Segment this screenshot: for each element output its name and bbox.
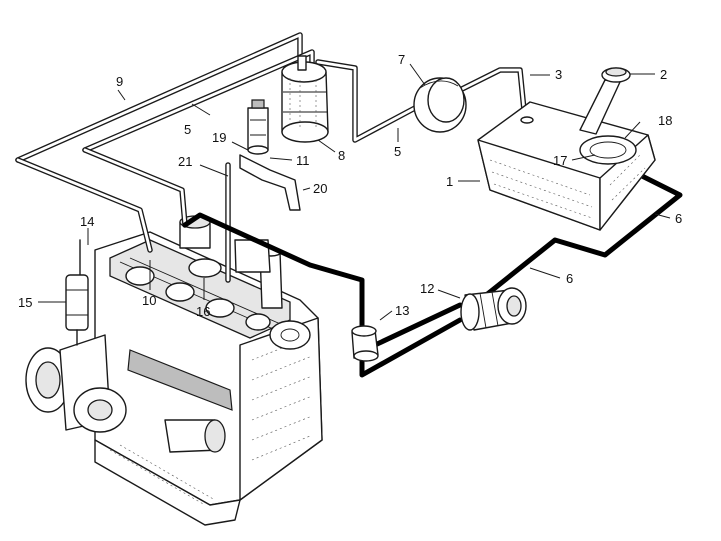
callout-labels: 1 2 3 5 5 6 6 7 8 9 10 11 12 13 14 15 16…	[18, 52, 682, 319]
charcoal-canister	[281, 55, 329, 143]
callout-7: 7	[398, 52, 405, 67]
callout-17: 17	[553, 153, 567, 168]
callout-18: 18	[658, 113, 672, 128]
callout-13: 13	[395, 303, 409, 318]
vacuum-pipe-5	[82, 49, 528, 228]
callout-8: 8	[338, 148, 345, 163]
callout-6b: 6	[566, 271, 573, 286]
callout-9: 9	[116, 74, 123, 89]
callout-1: 1	[446, 174, 453, 189]
callout-20: 20	[313, 181, 327, 196]
callout-15: 15	[18, 295, 32, 310]
callout-2: 2	[660, 67, 667, 82]
vacuum-pipe-9	[15, 32, 303, 253]
inline-filter	[351, 325, 379, 362]
callout-5b: 5	[394, 144, 401, 159]
callout-10: 10	[142, 293, 156, 308]
leader-lines	[38, 63, 671, 321]
callout-16: 16	[196, 304, 210, 319]
fuel-pump	[460, 287, 527, 331]
engine-block	[25, 215, 323, 526]
callout-5a: 5	[184, 122, 191, 137]
separator-valve	[239, 99, 301, 211]
vapour-separator	[413, 77, 467, 133]
fuel-tank	[477, 67, 656, 231]
callout-14: 14	[80, 214, 94, 229]
callout-11: 11	[296, 153, 310, 168]
callout-21: 21	[178, 154, 192, 169]
callout-6a: 6	[675, 211, 682, 226]
callout-19: 19	[212, 130, 226, 145]
left-filter-assembly	[65, 239, 89, 346]
callout-12: 12	[420, 281, 434, 296]
callout-3: 3	[555, 67, 562, 82]
